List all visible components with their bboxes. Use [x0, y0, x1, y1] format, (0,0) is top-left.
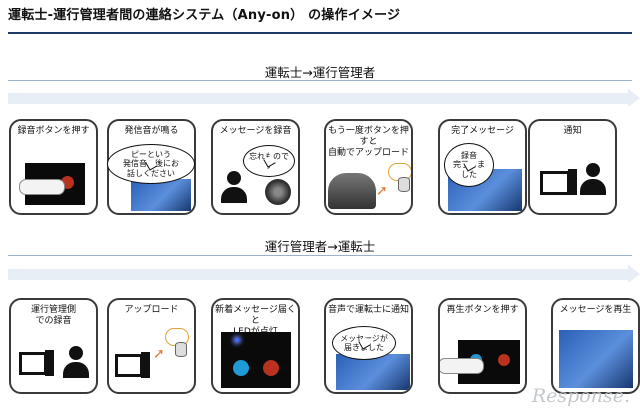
card-led: 新着メッセージ届くと LEDが点灯	[211, 298, 300, 394]
record-button-icon	[263, 360, 279, 376]
monitor-icon	[19, 352, 47, 375]
device-photo	[328, 173, 376, 209]
watermark: Response.	[531, 385, 630, 407]
card-label: 運行管理側 での録音	[30, 305, 76, 326]
speaker-icon	[265, 179, 291, 205]
device-photo	[336, 354, 410, 390]
pc-tower-icon	[45, 350, 54, 376]
card-label: 再生ボタンを押す	[446, 305, 519, 315]
card-notify: 通知	[528, 119, 617, 215]
card-complete: 完了メッセージ 録音 完了しま した	[438, 119, 527, 215]
headset-person-icon	[586, 163, 600, 177]
arrow-icon: ➚	[376, 183, 388, 199]
card-label: アップロード	[124, 305, 179, 315]
pc-tower-icon	[568, 169, 577, 195]
device-photo	[559, 330, 633, 388]
headset-person-body-icon	[580, 179, 606, 195]
database-icon	[398, 177, 410, 192]
card-record-button: 録音ボタンを押す	[9, 119, 98, 215]
person-icon	[227, 171, 241, 185]
card-label: 通知	[563, 126, 582, 136]
card-label: 完了メッセージ	[451, 126, 514, 136]
card-label: メッセージを再生	[559, 305, 632, 315]
speech-bubble: ピーという 発信音の後にお 話しください	[107, 144, 195, 184]
led-icon	[235, 338, 239, 342]
speech-bubble: メッセージが 届きました	[332, 326, 396, 360]
speech-bubble: 忘れもので す	[243, 145, 295, 177]
database-icon	[175, 342, 187, 357]
pc-tower-icon	[141, 352, 150, 378]
card-label: 録音ボタンを押す	[17, 126, 90, 136]
device-photo	[131, 179, 191, 211]
person-body-icon	[221, 187, 247, 203]
section1-line	[8, 80, 632, 81]
record-button-icon	[498, 354, 510, 366]
card-record-message: メッセージを録音 忘れもので す	[211, 119, 300, 215]
card-voice-notify: 音声で運転士に通知 メッセージが 届きました	[324, 298, 413, 394]
card-manager-upload: アップロード ➚	[107, 298, 196, 394]
card-label: メッセージを録音	[219, 126, 292, 136]
card-label: もう一度ボタンを押すと 自動でアップロード	[328, 126, 410, 158]
page-title: 運転士-運行管理者間の連絡システム（Any-on） の操作イメージ	[8, 8, 401, 23]
card-label: 発信音が鳴る	[124, 126, 179, 136]
device-photo	[221, 332, 291, 388]
play-button-icon	[233, 360, 249, 376]
card-manager-record: 運行管理側 での録音	[9, 298, 98, 394]
card-label: 音声で運転士に通知	[328, 305, 410, 315]
card-press-play: 再生ボタンを押す	[438, 298, 527, 394]
section2-heading: 運行管理者→運転士	[264, 239, 376, 254]
section1-heading: 運転士→運行管理者	[264, 65, 376, 80]
section2-line	[8, 255, 632, 256]
monitor-icon	[115, 354, 143, 377]
card-play-message: メッセージを再生	[551, 298, 640, 394]
hand-icon	[440, 358, 484, 374]
headset-person-body-icon	[63, 362, 89, 378]
monitor-icon	[540, 171, 570, 195]
hand-icon	[19, 179, 65, 195]
headset-person-icon	[69, 346, 83, 360]
arrow-icon: ➚	[153, 346, 165, 362]
section1-flow-arrow	[8, 89, 640, 107]
section2-flow-arrow	[8, 265, 640, 283]
speech-bubble: 録音 完了しま した	[444, 143, 494, 187]
card-upload: もう一度ボタンを押すと 自動でアップロード ➚	[324, 119, 413, 215]
title-rule	[8, 32, 632, 34]
